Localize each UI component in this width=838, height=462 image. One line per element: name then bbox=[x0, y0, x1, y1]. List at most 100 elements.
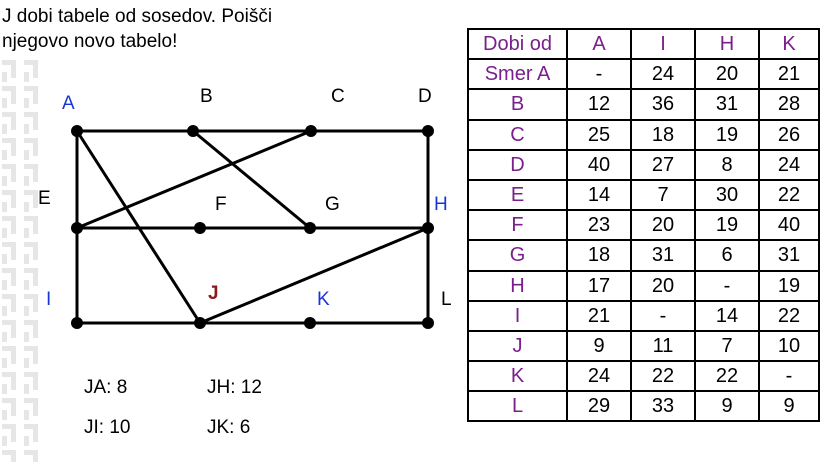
table-cell: - bbox=[566, 58, 632, 91]
table-cell: 26 bbox=[758, 118, 820, 151]
table-cell: 21 bbox=[758, 58, 820, 91]
table-cell: 24 bbox=[566, 360, 632, 393]
table-cell: 28 bbox=[758, 88, 820, 121]
node-label-a: A bbox=[62, 93, 75, 114]
table-cell: 12 bbox=[566, 88, 632, 121]
node-label-c: C bbox=[331, 86, 345, 107]
task-prompt-line-1: J dobi tabele od sosedov. Poišči bbox=[2, 6, 273, 27]
table-cell: 25 bbox=[566, 118, 632, 151]
decorative-side-pattern bbox=[2, 60, 38, 462]
table-cell: 29 bbox=[566, 390, 632, 423]
node-label-g: G bbox=[325, 194, 340, 215]
table-row-destination: G bbox=[467, 239, 568, 272]
distance-jk: JK: 6 bbox=[207, 417, 251, 438]
distance-ji: JI: 10 bbox=[84, 417, 131, 438]
table-cell: 24 bbox=[758, 148, 820, 181]
node-c bbox=[305, 125, 317, 137]
table-cell: 36 bbox=[630, 88, 696, 121]
table-row-destination: J bbox=[467, 329, 568, 363]
node-j bbox=[194, 317, 206, 329]
network-graph bbox=[71, 125, 434, 329]
node-b bbox=[187, 125, 199, 137]
table-cell: 22 bbox=[758, 299, 820, 332]
table-cell: - bbox=[630, 299, 696, 332]
table-cell: 20 bbox=[694, 58, 760, 91]
table-row-destination: K bbox=[467, 360, 568, 393]
table-cell: 14 bbox=[694, 299, 760, 332]
node-f bbox=[194, 222, 206, 234]
table-cell: 19 bbox=[694, 118, 760, 151]
node-a bbox=[71, 125, 83, 137]
table-cell: 9 bbox=[694, 390, 760, 423]
table-header-cell: I bbox=[630, 27, 696, 61]
edge-h-j bbox=[198, 226, 430, 325]
node-e bbox=[71, 222, 83, 234]
node-label-e: E bbox=[38, 188, 51, 209]
node-d bbox=[422, 125, 434, 137]
table-row-destination: H bbox=[467, 269, 568, 302]
table-cell: 22 bbox=[694, 360, 760, 393]
table-row-destination: E bbox=[467, 178, 568, 212]
table-cell: 27 bbox=[630, 148, 696, 181]
node-label-f: F bbox=[215, 194, 227, 215]
table-cell: 22 bbox=[758, 178, 820, 212]
table-row-destination: C bbox=[467, 118, 568, 151]
table-cell: 30 bbox=[694, 178, 760, 212]
node-label-i: I bbox=[46, 289, 52, 310]
table-cell: 9 bbox=[566, 329, 632, 363]
node-k bbox=[304, 317, 316, 329]
table-row-destination: F bbox=[467, 209, 568, 242]
table-row-destination: L bbox=[467, 390, 568, 423]
node-h bbox=[422, 222, 434, 234]
table-row-destination: B bbox=[467, 88, 568, 121]
node-l bbox=[422, 317, 434, 329]
table-cell: 19 bbox=[694, 209, 760, 242]
node-label-h: H bbox=[434, 194, 448, 215]
table-cell: 9 bbox=[758, 390, 820, 423]
node-label-k: K bbox=[317, 289, 330, 310]
node-i bbox=[71, 317, 83, 329]
node-label-d: D bbox=[418, 86, 432, 107]
node-label-b: B bbox=[200, 86, 213, 107]
table-cell: 31 bbox=[630, 239, 696, 272]
table-cell: - bbox=[758, 360, 820, 393]
node-label-l: L bbox=[441, 289, 452, 310]
table-row-destination: Smer A bbox=[467, 58, 568, 91]
table-cell: 8 bbox=[694, 148, 760, 181]
table-header-cell: Dobi od bbox=[467, 27, 568, 61]
edge-b-g bbox=[191, 129, 312, 230]
table-cell: 14 bbox=[566, 178, 632, 212]
edge-c-e bbox=[75, 129, 313, 230]
task-prompt-line-2: njegovo novo tabelo! bbox=[2, 31, 178, 52]
table-header-cell: A bbox=[566, 27, 632, 61]
table-cell: 7 bbox=[694, 329, 760, 363]
table-cell: 17 bbox=[566, 269, 632, 302]
table-cell: 22 bbox=[630, 360, 696, 393]
table-cell: 40 bbox=[566, 148, 632, 181]
table-cell: 6 bbox=[694, 239, 760, 272]
table-cell: 10 bbox=[758, 329, 820, 363]
table-header-cell: H bbox=[694, 27, 760, 61]
table-cell: 33 bbox=[630, 390, 696, 423]
distance-ja: JA: 8 bbox=[84, 377, 128, 398]
table-row-destination: D bbox=[467, 148, 568, 181]
table-cell: 23 bbox=[566, 209, 632, 242]
node-label-j: J bbox=[208, 283, 219, 304]
table-cell: 24 bbox=[630, 58, 696, 91]
table-cell: - bbox=[694, 269, 760, 302]
distance-jh: JH: 12 bbox=[207, 377, 262, 398]
table-cell: 19 bbox=[758, 269, 820, 302]
